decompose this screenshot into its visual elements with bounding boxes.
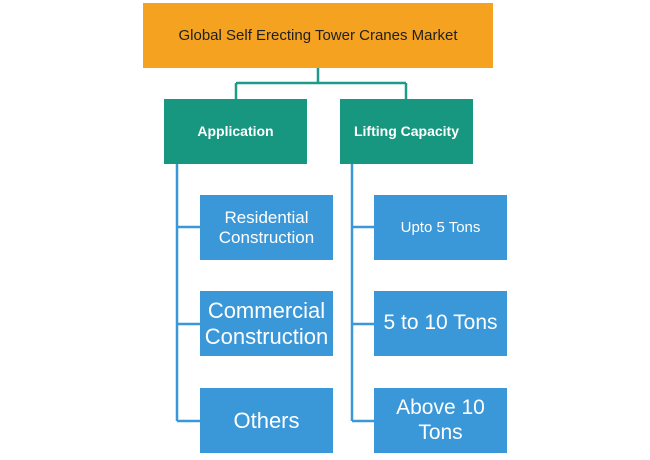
leaf-5-to-10-tons: 5 to 10 Tons: [374, 291, 507, 356]
leaf-above-10-tons: Above 10 Tons: [374, 388, 507, 453]
leaf-commercial-construction: Commercial Construction: [200, 291, 333, 356]
leaf-others: Others: [200, 388, 333, 453]
category-lifting-capacity: Lifting Capacity: [340, 99, 473, 164]
leaf-residential-construction: Residential Construction: [200, 195, 333, 260]
root-node: Global Self Erecting Tower Cranes Market: [143, 3, 493, 68]
leaf-upto-5-tons: Upto 5 Tons: [374, 195, 507, 260]
category-application: Application: [164, 99, 307, 164]
